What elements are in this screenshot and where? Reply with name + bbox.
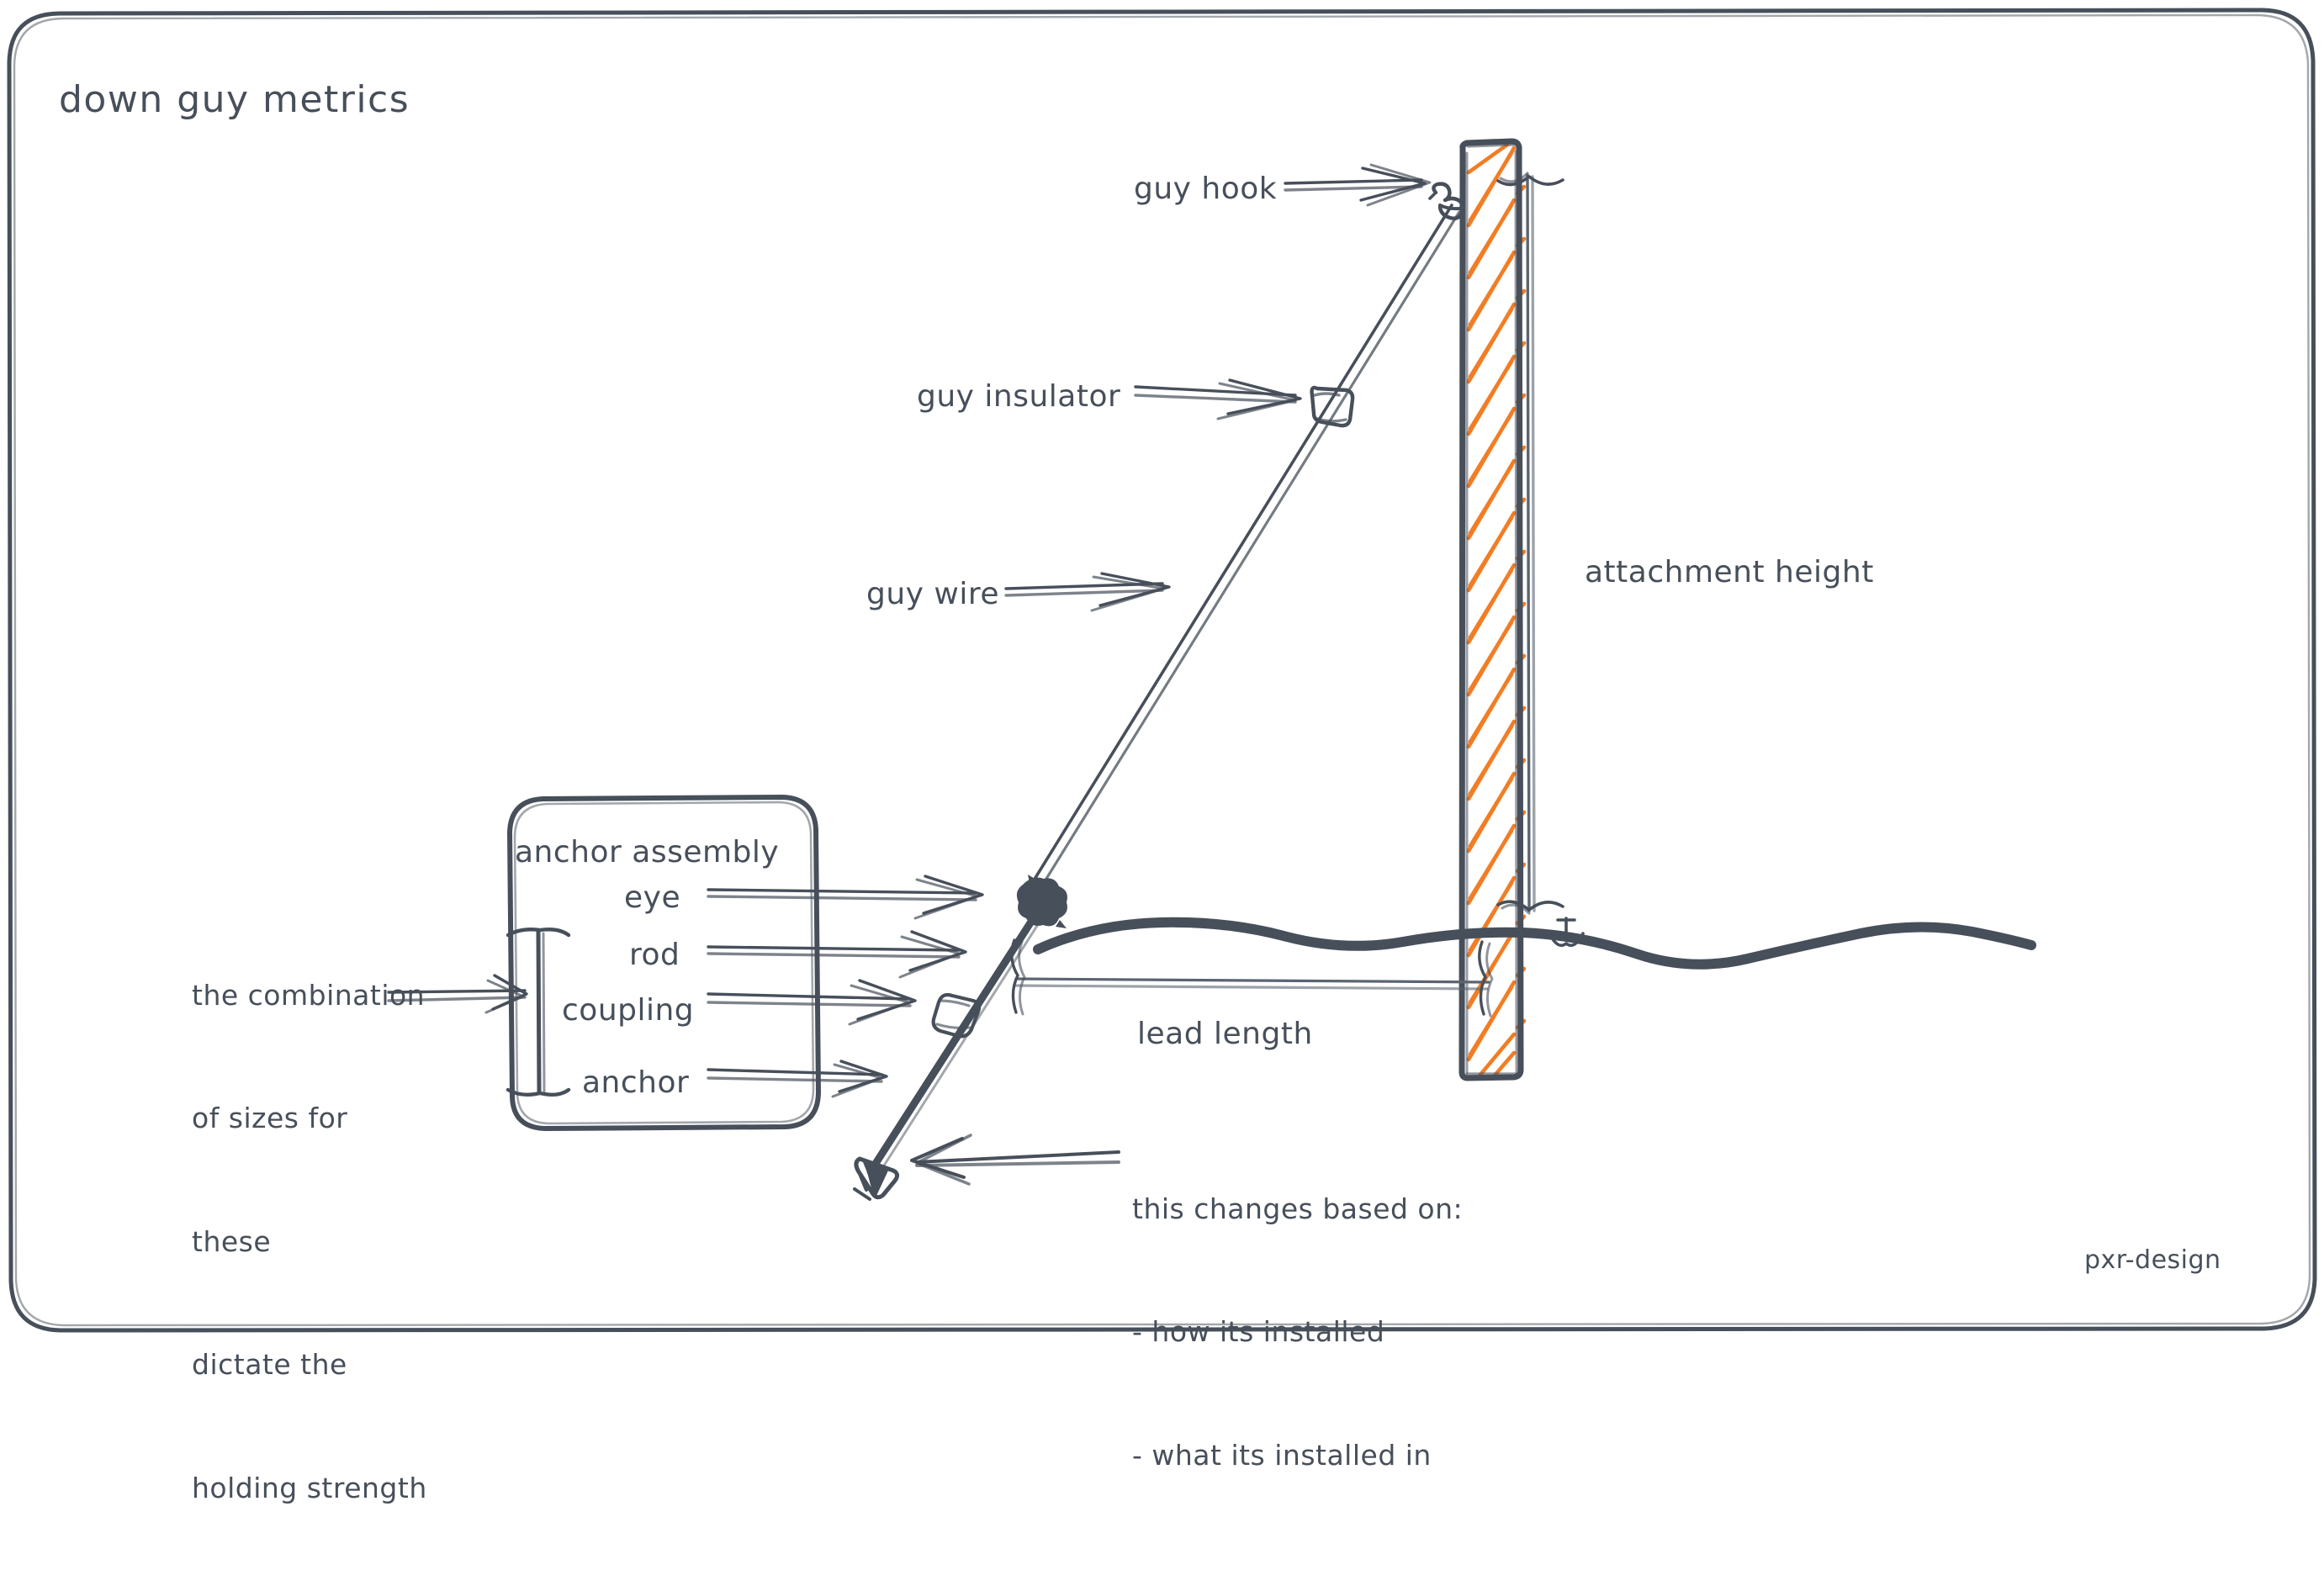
page-title: down guy metrics <box>59 78 410 121</box>
label-guy-insulator: guy insulator <box>917 379 1121 414</box>
left-note-line: dictate the <box>192 1348 347 1382</box>
guy-wire-icon <box>1021 204 1461 905</box>
arrow-icon <box>910 1134 1120 1186</box>
anchor-rod-icon <box>866 908 1045 1176</box>
lead-length-dimension <box>1010 938 1494 1018</box>
bottom-note-line: - how its installed <box>1132 1315 1385 1349</box>
utility-pole-icon <box>1458 138 1527 1081</box>
left-note-line: holding strength <box>192 1471 427 1504</box>
label-attachment-height: attachment height <box>1585 555 1874 589</box>
anchor-assembly-box <box>507 795 821 1131</box>
arrow-icon <box>707 1060 888 1098</box>
ground-line-icon <box>1033 917 2036 970</box>
label-guy-wire: guy wire <box>866 577 1000 611</box>
board-frame <box>7 8 2317 1333</box>
anchor-eye-icon <box>1016 875 1067 928</box>
left-note-line: the combination <box>192 978 426 1012</box>
signature: pxr-design <box>2084 1245 2221 1275</box>
arrow-icon <box>1134 378 1302 420</box>
arrow-icon <box>1004 572 1171 612</box>
left-note: the combination of sizes for these dicta… <box>192 893 427 1591</box>
anchor-tip-icon <box>853 1156 900 1201</box>
arrow-icon <box>1284 163 1432 207</box>
arrow-icon <box>707 875 984 920</box>
arrow-icon <box>707 979 917 1026</box>
bottom-note-line: - what its installed in <box>1132 1438 1432 1472</box>
anchor-part-anchor: anchor <box>582 1065 690 1100</box>
whiteboard-canvas: .ink { stroke: #474f5a; fill: none; stro… <box>7 8 2317 1333</box>
left-note-line: of sizes for <box>192 1102 348 1135</box>
anchor-coupling-icon <box>931 992 982 1039</box>
bracket-icon <box>506 928 571 1097</box>
diagram-root: .ink { stroke: #474f5a; fill: none; stro… <box>7 8 2317 1504</box>
anchor-part-rod: rod <box>629 938 680 972</box>
left-note-line: these <box>192 1224 272 1258</box>
bottom-note: this changes based on: - how its install… <box>1132 1107 1463 1558</box>
label-lead-length: lead length <box>1137 1017 1313 1051</box>
arrow-icon <box>707 930 967 979</box>
arrow-icon <box>387 974 528 1014</box>
label-guy-hook: guy hook <box>1134 172 1278 206</box>
attachment-height-dimension <box>1496 172 1564 915</box>
anchor-part-coupling: coupling <box>562 993 695 1028</box>
anchor-assembly-heading: anchor assembly <box>515 835 780 870</box>
anchor-part-eye: eye <box>624 880 681 915</box>
buried-anchor-icon <box>1548 917 1585 948</box>
guy-insulator-icon <box>1310 385 1355 428</box>
bottom-note-line: this changes based on: <box>1132 1192 1464 1225</box>
